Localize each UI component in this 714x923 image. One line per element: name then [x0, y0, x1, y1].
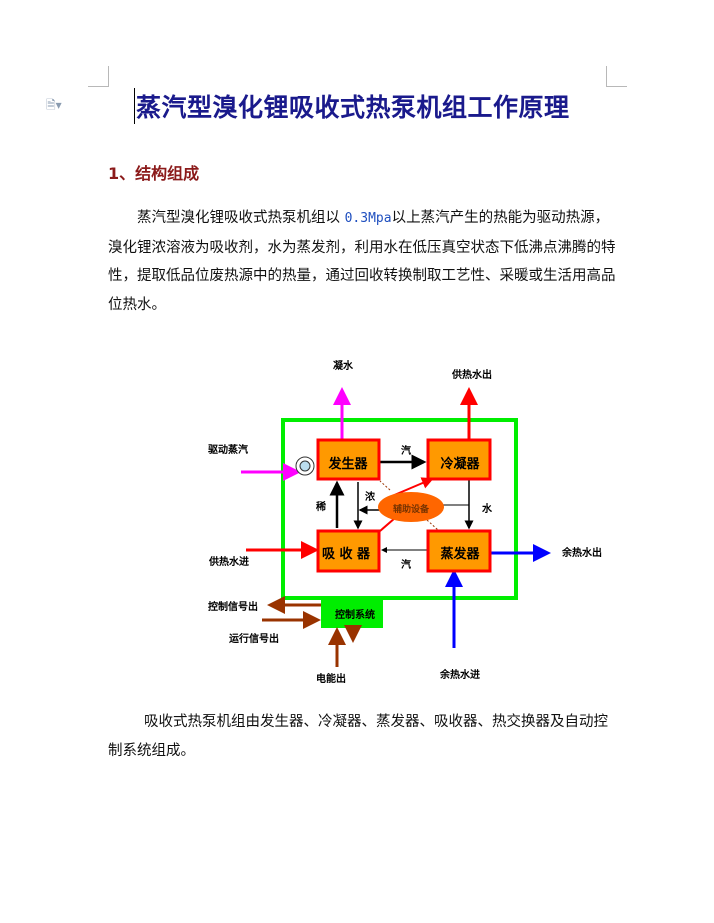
machine-frame — [281, 418, 518, 600]
pressure-value: 0.3Mpa — [344, 211, 392, 226]
vapor-label: 汽 — [401, 558, 411, 571]
control-system-box — [321, 597, 383, 628]
text: 以上蒸汽产生的热能为驱动热源，溴化锂浓溶液为吸收剂，水为蒸发剂，利用水在低压真空… — [108, 210, 616, 313]
margin-corner — [606, 66, 627, 87]
page-title: 蒸汽型溴化锂吸收式热泵机组工作原理 — [134, 88, 570, 124]
margin-corner — [88, 66, 109, 87]
control-label: 控制系统 — [335, 608, 375, 621]
valve-icon — [299, 460, 311, 472]
absorber-box — [316, 529, 381, 573]
composition-paragraph: 吸收式热泵机组由发生器、冷凝器、蒸发器、吸收器、热交换器及自动控制系统组成。 — [108, 714, 608, 759]
aux-link — [379, 517, 396, 532]
generator-box — [316, 438, 381, 481]
conc-label: 浓 — [365, 490, 376, 503]
water-label: 水 — [481, 502, 493, 515]
heat-out-label: 供热水出 — [451, 368, 492, 381]
aux-link — [426, 519, 439, 531]
evaporator-label: 蒸发器 — [440, 546, 480, 562]
document-icon[interactable]: 🗎▾ — [46, 98, 62, 112]
aux-label: 辅助设备 — [393, 503, 430, 515]
generator-label: 发生器 — [327, 456, 368, 472]
condenser-box — [426, 438, 492, 481]
aux-equipment — [378, 492, 444, 522]
heat-in-label: 供热水进 — [208, 555, 249, 568]
evaporator-box — [426, 529, 492, 573]
waste-out-label: 余热水出 — [561, 546, 602, 559]
run-signal-label: 运行信号出 — [229, 632, 279, 645]
control-signal-label: 控制信号出 — [208, 600, 258, 613]
aux-link — [379, 480, 391, 491]
absorber-label: 吸 收 器 — [322, 546, 371, 562]
waste-in-label: 余热水进 — [439, 668, 480, 681]
dilute-label: 稀 — [316, 500, 326, 513]
drive-steam-label: 驱动蒸汽 — [208, 443, 248, 456]
intro-paragraph: 蒸汽型溴化锂吸收式热泵机组以 0.3Mpa以上蒸汽产生的热能为驱动热源，溴化锂浓… — [108, 204, 618, 319]
section-heading: 1、结构组成 — [108, 164, 200, 183]
condensate-label: 凝水 — [333, 359, 354, 372]
power-label: 电能出 — [316, 672, 346, 685]
condenser-label: 冷凝器 — [440, 456, 480, 472]
vapor-label: 汽 — [401, 444, 411, 457]
text: 蒸汽型溴化锂吸收式热泵机组以 — [137, 210, 345, 226]
